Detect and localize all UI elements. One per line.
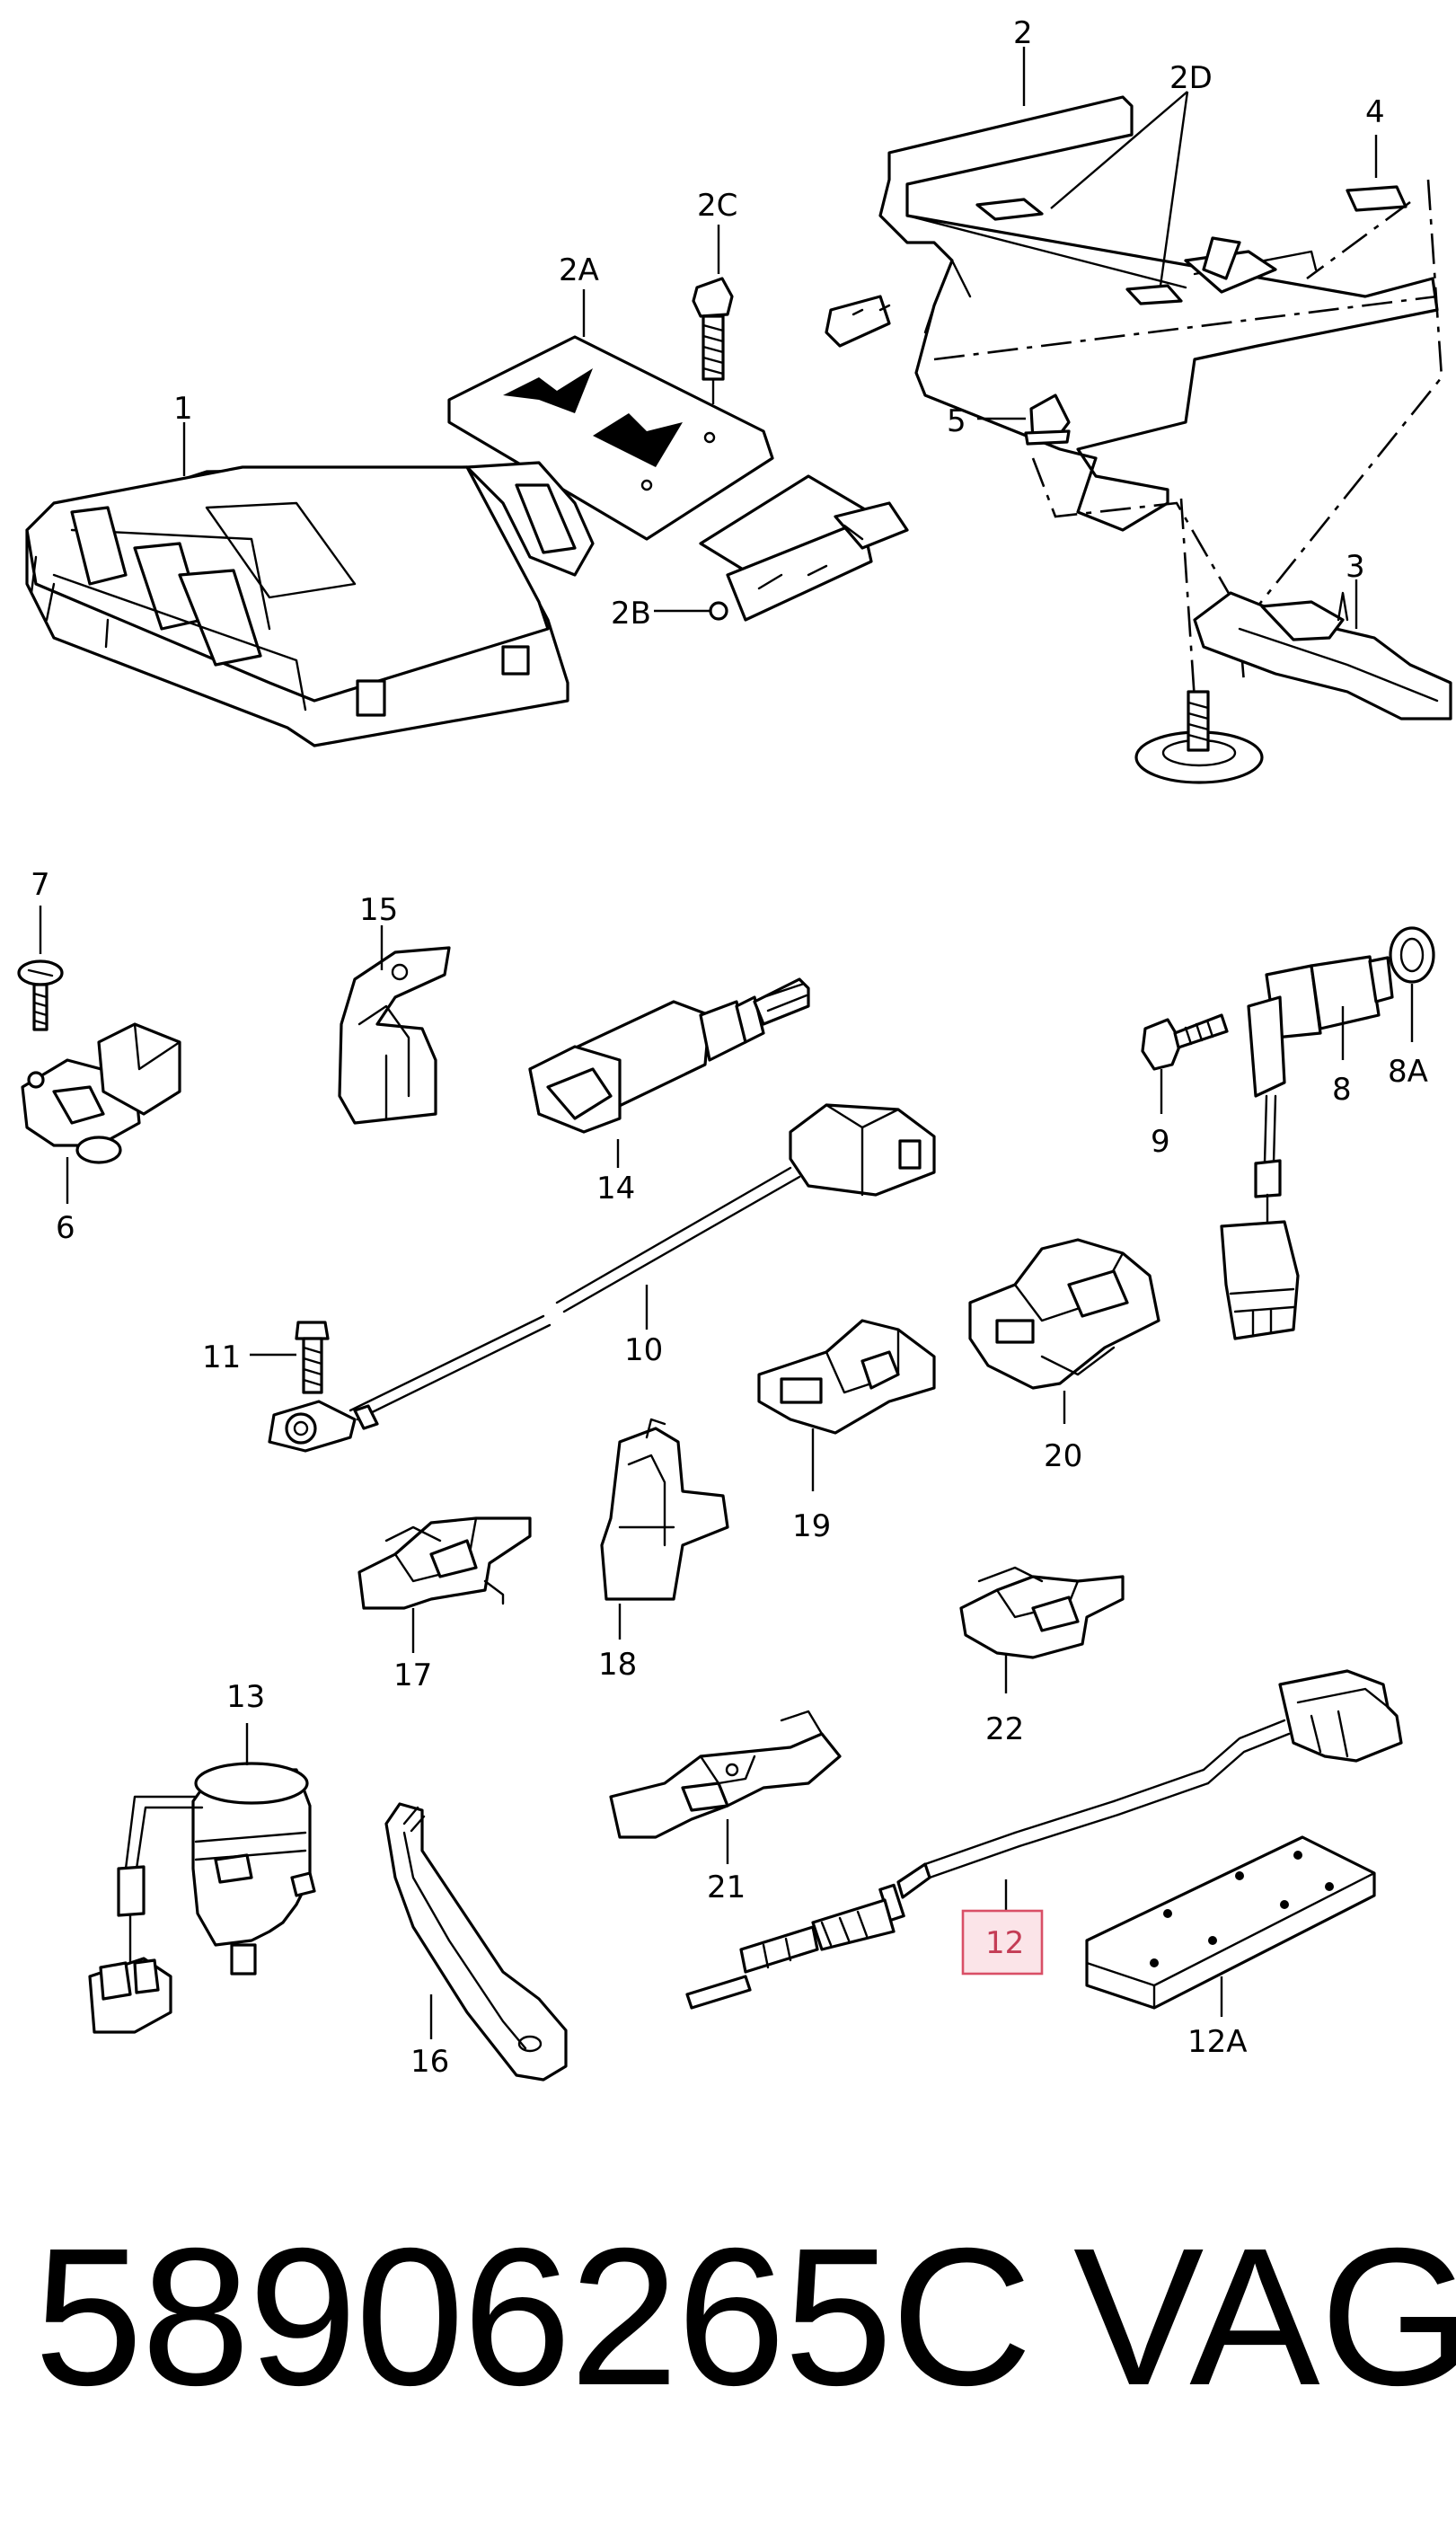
part-8-speed-sensor[interactable] bbox=[1220, 955, 1394, 1340]
label-19: 19 bbox=[792, 1508, 831, 1544]
label-22: 22 bbox=[985, 1711, 1024, 1747]
label-7: 7 bbox=[31, 867, 50, 903]
part-4-pad[interactable] bbox=[1346, 185, 1407, 212]
part-5-clip-nut[interactable] bbox=[1024, 393, 1071, 446]
label-17: 17 bbox=[393, 1657, 432, 1693]
label-14: 14 bbox=[596, 1171, 635, 1207]
label-2: 2 bbox=[1013, 15, 1033, 51]
part-16-strap[interactable] bbox=[384, 1802, 568, 2082]
part-12a-pad[interactable] bbox=[1085, 1835, 1376, 2010]
part-2a-plate[interactable] bbox=[447, 335, 774, 577]
highlight-box-12 bbox=[961, 1909, 1044, 1976]
part-2b-bracket[interactable] bbox=[699, 474, 909, 622]
part-3-bracket[interactable] bbox=[1193, 591, 1452, 720]
part-6-sensor[interactable] bbox=[21, 1022, 181, 1164]
label-13: 13 bbox=[226, 1679, 265, 1715]
part-1-control-unit[interactable] bbox=[25, 465, 569, 747]
part-2d-pads[interactable] bbox=[975, 198, 1183, 305]
label-4: 4 bbox=[1365, 94, 1385, 130]
part-20-clip[interactable] bbox=[968, 1238, 1160, 1390]
label-3: 3 bbox=[1346, 549, 1365, 585]
label-2d: 2D bbox=[1169, 60, 1213, 96]
label-20: 20 bbox=[1044, 1438, 1082, 1474]
part-9-bolt[interactable] bbox=[1141, 1013, 1229, 1071]
part-2-support-frame[interactable] bbox=[825, 95, 1439, 532]
part-13-valve[interactable] bbox=[88, 1762, 316, 2034]
label-9: 9 bbox=[1151, 1124, 1170, 1160]
label-2a: 2A bbox=[559, 252, 599, 288]
part-11-bolt[interactable] bbox=[295, 1321, 330, 1394]
part-10-knock-sensor-cable[interactable] bbox=[268, 1103, 936, 1453]
part-17-clip[interactable] bbox=[357, 1516, 532, 1610]
label-1: 1 bbox=[173, 391, 193, 427]
part-22-clip[interactable] bbox=[959, 1566, 1125, 1659]
label-5: 5 bbox=[947, 403, 966, 439]
brand-name: VAG bbox=[1073, 2208, 1456, 2427]
label-6: 6 bbox=[56, 1210, 75, 1246]
label-12a: 12A bbox=[1187, 2024, 1248, 2060]
part-21-clip[interactable] bbox=[609, 1710, 842, 1839]
label-15: 15 bbox=[359, 892, 398, 928]
frame-bolt-washer[interactable] bbox=[1134, 690, 1264, 784]
part-number: 58906265C bbox=[34, 2208, 1032, 2427]
label-2c: 2C bbox=[697, 188, 737, 224]
label-11: 11 bbox=[202, 1339, 241, 1375]
label-8: 8 bbox=[1332, 1072, 1352, 1108]
label-12: 12 bbox=[985, 1925, 1024, 1961]
part-12-lambda-sensor[interactable] bbox=[685, 1669, 1403, 2010]
part-7-screw[interactable] bbox=[17, 959, 64, 1031]
part-19-clip[interactable] bbox=[757, 1319, 936, 1435]
part-14-switch[interactable] bbox=[528, 977, 810, 1134]
part-8a-o-ring[interactable] bbox=[1389, 926, 1435, 984]
part-18-clip[interactable] bbox=[600, 1418, 729, 1601]
part-15-bracket[interactable] bbox=[338, 946, 451, 1125]
label-10: 10 bbox=[624, 1332, 663, 1368]
label-21: 21 bbox=[707, 1870, 746, 1905]
label-16: 16 bbox=[410, 2044, 449, 2080]
label-2b: 2B bbox=[611, 596, 651, 632]
label-8a: 8A bbox=[1388, 1054, 1428, 1090]
label-18: 18 bbox=[598, 1647, 637, 1683]
part-2c-bolt[interactable] bbox=[692, 277, 734, 404]
